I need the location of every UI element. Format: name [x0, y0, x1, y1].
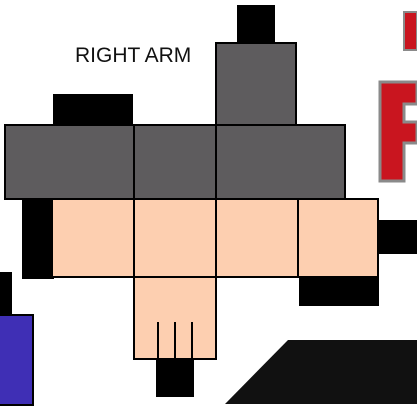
red-logo-fragment: [0, 0, 417, 404]
